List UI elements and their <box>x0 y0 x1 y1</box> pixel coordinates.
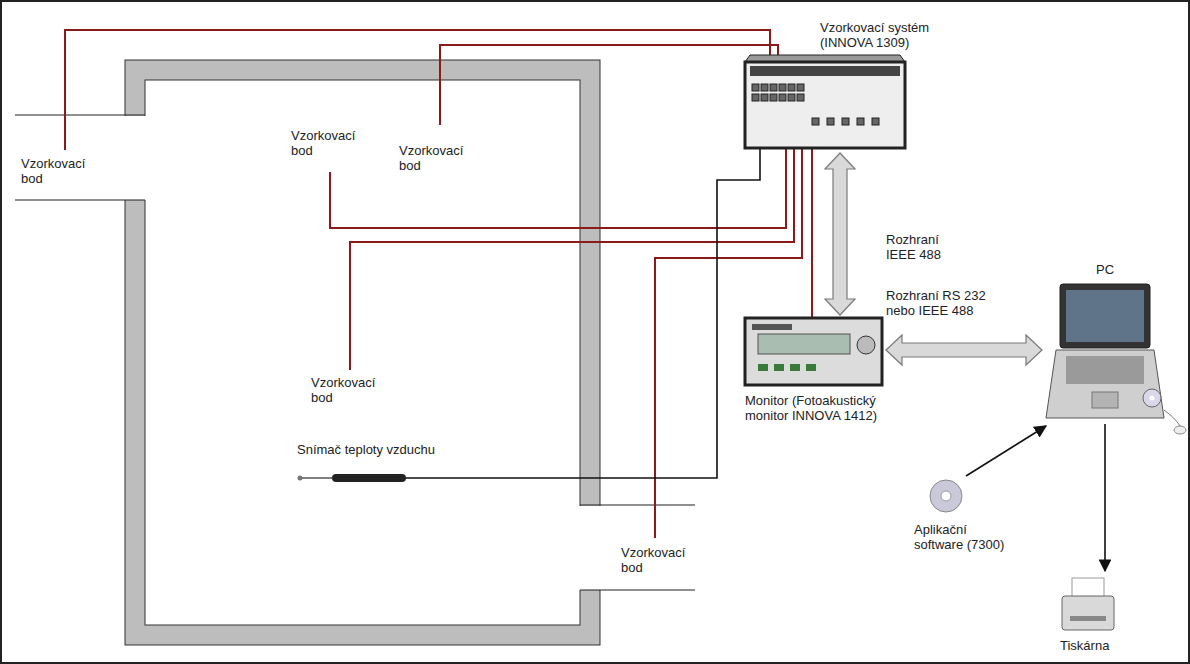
sensor-cable <box>405 149 760 478</box>
port <box>797 84 804 91</box>
port <box>752 94 759 101</box>
opening-line <box>15 199 145 200</box>
sampling-tube <box>440 45 778 125</box>
device-label: Tiskárna <box>1060 638 1130 653</box>
device-node: Aplikační software (7300) <box>928 478 964 514</box>
interface-label: Rozhraní RS 232 nebo IEEE 488 <box>885 288 999 318</box>
device-node: Vzorkovací systém (INNOVA 1309) <box>745 55 905 150</box>
printer <box>1062 578 1114 630</box>
port <box>797 94 804 101</box>
port <box>842 118 849 125</box>
port <box>770 94 777 101</box>
sampling-tube <box>65 30 770 150</box>
sampling-point-label: Vzorkovací bod <box>620 545 697 575</box>
port <box>788 84 795 91</box>
sampling-point-label: Vzorkovací bod <box>20 156 97 186</box>
port <box>761 84 768 91</box>
interface-arrow <box>825 153 855 315</box>
wall-opening <box>579 506 601 590</box>
sampling-tubes <box>65 30 812 538</box>
flow-arrow <box>1104 424 1106 571</box>
laptop-pc <box>1046 284 1186 434</box>
port <box>770 84 777 91</box>
room-wall <box>125 60 600 645</box>
port <box>857 118 864 125</box>
device-label: Aplikační software (7300) <box>914 522 1014 552</box>
port <box>872 118 879 125</box>
sampler-device <box>745 55 905 148</box>
opening-line <box>15 114 145 115</box>
device-label: PC <box>1096 262 1136 277</box>
flow-arrow <box>966 426 1046 476</box>
sampling-point-label: Vzorkovací bod <box>398 143 475 173</box>
sensor-label: Snímač teploty vzduchu <box>296 442 468 457</box>
sampling-point-label: Vzorkovací bod <box>310 375 387 405</box>
port <box>812 118 819 125</box>
device-node: Tiskárna <box>1058 575 1116 633</box>
sampling-tube <box>811 149 813 319</box>
opening-line <box>580 504 695 505</box>
software-cd <box>930 480 962 512</box>
device-label: Monitor (Fotoakustický monitor INNOVA 14… <box>745 393 895 423</box>
sensor-tip <box>298 476 303 481</box>
monitor-device <box>745 318 882 385</box>
device-label: Vzorkovací systém (INNOVA 1309) <box>820 20 945 50</box>
port <box>752 84 759 91</box>
opening-line <box>580 589 695 590</box>
room-interior <box>145 80 580 625</box>
sensor-probe <box>332 474 406 482</box>
sensor-tip <box>300 477 332 479</box>
wall-opening <box>124 116 146 200</box>
sampling-tube <box>350 149 794 370</box>
port <box>788 94 795 101</box>
interface-arrow <box>886 335 1042 365</box>
sampling-point-label: Vzorkovací bod <box>290 128 367 158</box>
port <box>827 118 834 125</box>
port <box>779 94 786 101</box>
port <box>761 94 768 101</box>
device-node: PC <box>1046 282 1166 420</box>
device-node: Monitor (Fotoakustický monitor INNOVA 14… <box>745 318 882 385</box>
interface-label: Rozhraní IEEE 488 <box>885 232 967 262</box>
port <box>779 84 786 91</box>
